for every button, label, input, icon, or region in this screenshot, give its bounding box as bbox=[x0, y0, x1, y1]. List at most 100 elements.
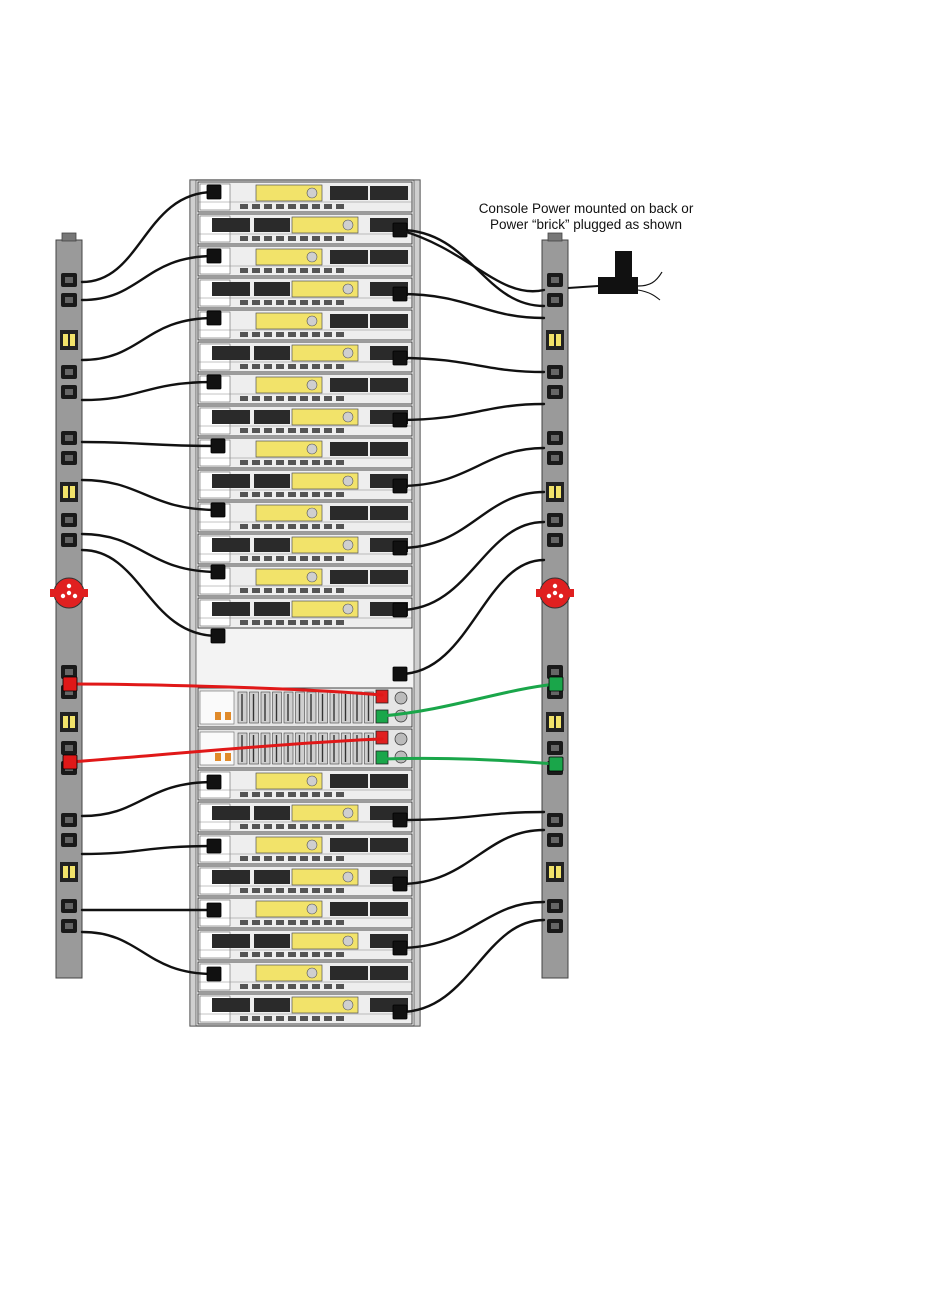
port-icon bbox=[324, 952, 332, 957]
port-icon bbox=[276, 620, 284, 625]
port-icon bbox=[312, 588, 320, 593]
server-unit bbox=[198, 246, 412, 276]
cable-plug bbox=[211, 629, 225, 643]
psu-fan-icon bbox=[343, 604, 353, 614]
outlet-socket bbox=[551, 517, 559, 523]
psu-fan-icon bbox=[307, 252, 317, 262]
psu-fan-icon bbox=[307, 444, 317, 454]
breaker-block bbox=[546, 482, 564, 502]
port-icon bbox=[324, 460, 332, 465]
port-icon bbox=[324, 792, 332, 797]
outlet-socket bbox=[65, 435, 73, 441]
cable-plug bbox=[549, 677, 563, 691]
port-icon bbox=[252, 588, 260, 593]
outlet-socket bbox=[65, 277, 73, 283]
port-icon bbox=[300, 588, 308, 593]
port-icon bbox=[324, 268, 332, 273]
port-icon bbox=[264, 556, 272, 561]
port-icon bbox=[300, 268, 308, 273]
breaker-icon bbox=[549, 866, 554, 878]
port-icon bbox=[312, 620, 320, 625]
port-icon bbox=[240, 588, 248, 593]
breaker-block bbox=[546, 330, 564, 350]
port-icon bbox=[276, 588, 284, 593]
port-icon bbox=[252, 856, 260, 861]
breaker-block bbox=[60, 330, 78, 350]
cable-plug bbox=[63, 755, 77, 769]
outlet-socket bbox=[551, 369, 559, 375]
psu-fan-icon bbox=[343, 220, 353, 230]
port-icon bbox=[288, 984, 296, 989]
fan-icon bbox=[395, 733, 407, 745]
drive-bay bbox=[212, 934, 250, 948]
port-icon bbox=[312, 984, 320, 989]
status-led bbox=[215, 712, 221, 720]
cable-plug bbox=[393, 813, 407, 827]
outlet-socket bbox=[551, 923, 559, 929]
port-icon bbox=[264, 428, 272, 433]
port-icon bbox=[240, 300, 248, 305]
psu-fan-icon bbox=[343, 1000, 353, 1010]
port-icon bbox=[276, 460, 284, 465]
port-icon bbox=[264, 524, 272, 529]
server-unit bbox=[198, 182, 412, 212]
outlet-socket bbox=[65, 837, 73, 843]
breaker-block bbox=[60, 712, 78, 732]
cable-plug bbox=[393, 1005, 407, 1019]
port-icon bbox=[240, 792, 248, 797]
port-icon bbox=[288, 620, 296, 625]
breaker-icon bbox=[63, 866, 68, 878]
pdu-top-cap bbox=[548, 233, 562, 241]
port-icon bbox=[300, 824, 308, 829]
inlet-tab bbox=[536, 589, 542, 597]
port-icon bbox=[276, 824, 284, 829]
server-unit bbox=[198, 930, 412, 960]
port-icon bbox=[276, 268, 284, 273]
port-icon bbox=[240, 856, 248, 861]
outlet-socket bbox=[65, 669, 73, 675]
port-icon bbox=[276, 556, 284, 561]
port-icon bbox=[288, 364, 296, 369]
port-icon bbox=[324, 236, 332, 241]
port-icon bbox=[300, 888, 308, 893]
psu-fan-icon bbox=[307, 188, 317, 198]
power-cable bbox=[400, 294, 544, 318]
port-icon bbox=[336, 460, 344, 465]
breaker-icon bbox=[63, 716, 68, 728]
port-icon bbox=[276, 332, 284, 337]
power-cable bbox=[400, 830, 544, 884]
port-icon bbox=[252, 524, 260, 529]
port-icon bbox=[336, 332, 344, 337]
port-icon bbox=[312, 460, 320, 465]
drive-bay bbox=[330, 186, 368, 200]
server-unit bbox=[198, 994, 412, 1024]
power-cable bbox=[400, 404, 544, 420]
port-icon bbox=[252, 364, 260, 369]
red-inlet bbox=[376, 731, 388, 744]
port-icon bbox=[276, 204, 284, 209]
cable-plug bbox=[207, 311, 221, 325]
port-icon bbox=[288, 300, 296, 305]
server-unit bbox=[198, 566, 412, 596]
drive-bay bbox=[330, 442, 368, 456]
server-unit bbox=[198, 770, 412, 800]
brick-link bbox=[568, 286, 598, 288]
psu-fan-icon bbox=[307, 840, 317, 850]
drive-bay bbox=[212, 602, 250, 616]
port-icon bbox=[276, 428, 284, 433]
port-icon bbox=[312, 920, 320, 925]
port-icon bbox=[324, 332, 332, 337]
port-icon bbox=[288, 952, 296, 957]
psu-fan-icon bbox=[343, 284, 353, 294]
drive-bay bbox=[370, 250, 408, 264]
breaker-icon bbox=[556, 486, 561, 498]
port-icon bbox=[324, 588, 332, 593]
drive-bay bbox=[254, 346, 290, 360]
port-icon bbox=[312, 524, 320, 529]
drive-bay bbox=[370, 774, 408, 788]
cable-plug bbox=[393, 667, 407, 681]
outlet-socket bbox=[65, 537, 73, 543]
server-unit bbox=[198, 310, 412, 340]
inlet-pin bbox=[73, 594, 77, 598]
inlet-pin bbox=[553, 584, 557, 588]
